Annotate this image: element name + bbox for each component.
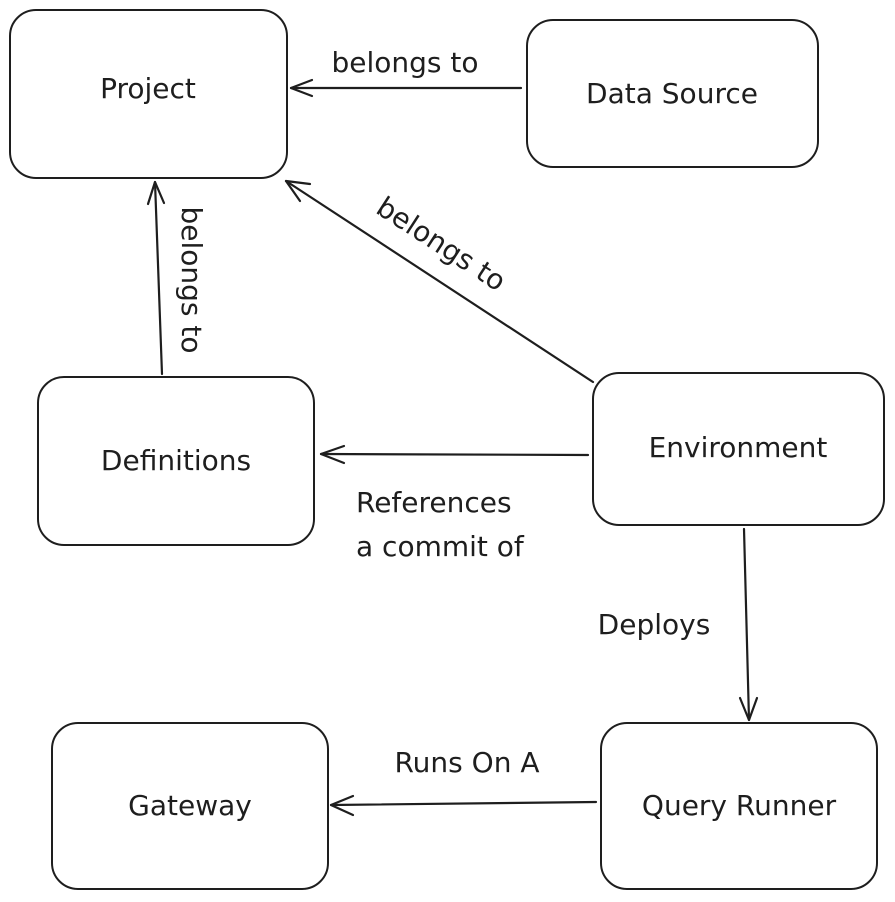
edge-data-source-to-project[interactable]: belongs to bbox=[289, 46, 523, 98]
edge-environment-to-definitions[interactable]: References a commit of bbox=[319, 444, 590, 563]
arrowhead-icon bbox=[329, 794, 355, 817]
arrowhead-icon bbox=[289, 78, 314, 98]
node-data-source[interactable]: Data Source bbox=[526, 19, 819, 168]
node-query-runner[interactable]: Query Runner bbox=[600, 722, 878, 890]
edge-label: Deploys bbox=[598, 608, 711, 641]
node-environment-label: Environment bbox=[649, 431, 828, 464]
edge-label-line-1: References bbox=[356, 486, 512, 519]
arrowhead-icon bbox=[319, 444, 346, 465]
node-project[interactable]: Project bbox=[9, 9, 288, 179]
edge-line bbox=[284, 179, 595, 384]
node-environment-box bbox=[592, 372, 885, 526]
node-environment[interactable]: Environment bbox=[592, 372, 885, 526]
edge-line bbox=[329, 800, 598, 807]
node-data-source-label: Data Source bbox=[586, 77, 758, 110]
edge-line bbox=[319, 452, 590, 457]
node-gateway-box bbox=[51, 722, 329, 890]
node-definitions-box bbox=[37, 376, 315, 546]
edge-label: Runs On A bbox=[394, 746, 539, 779]
arrowhead-icon bbox=[146, 180, 166, 206]
edge-environment-to-project[interactable]: belongs to bbox=[284, 179, 595, 384]
node-definitions-label: Definitions bbox=[101, 444, 251, 477]
node-gateway-label: Gateway bbox=[128, 789, 252, 822]
edge-line bbox=[153, 180, 164, 376]
node-query-runner-box bbox=[600, 722, 878, 890]
edge-label: belongs to bbox=[175, 206, 208, 353]
edge-label-line-2: a commit of bbox=[356, 530, 525, 563]
node-gateway[interactable]: Gateway bbox=[51, 722, 329, 890]
edge-label: belongs to bbox=[331, 46, 478, 79]
edge-line bbox=[742, 527, 751, 722]
node-definitions[interactable]: Definitions bbox=[37, 376, 315, 546]
edge-definitions-to-project[interactable]: belongs to bbox=[146, 180, 208, 376]
node-project-box bbox=[9, 9, 288, 179]
edge-environment-to-query-runner[interactable]: Deploys bbox=[598, 527, 759, 722]
node-query-runner-label: Query Runner bbox=[642, 789, 837, 822]
arrowhead-icon bbox=[738, 696, 759, 722]
arrowhead-icon bbox=[284, 179, 312, 203]
edge-query-runner-to-gateway[interactable]: Runs On A bbox=[329, 746, 598, 817]
node-project-label: Project bbox=[100, 72, 196, 105]
node-data-source-box bbox=[526, 19, 819, 168]
